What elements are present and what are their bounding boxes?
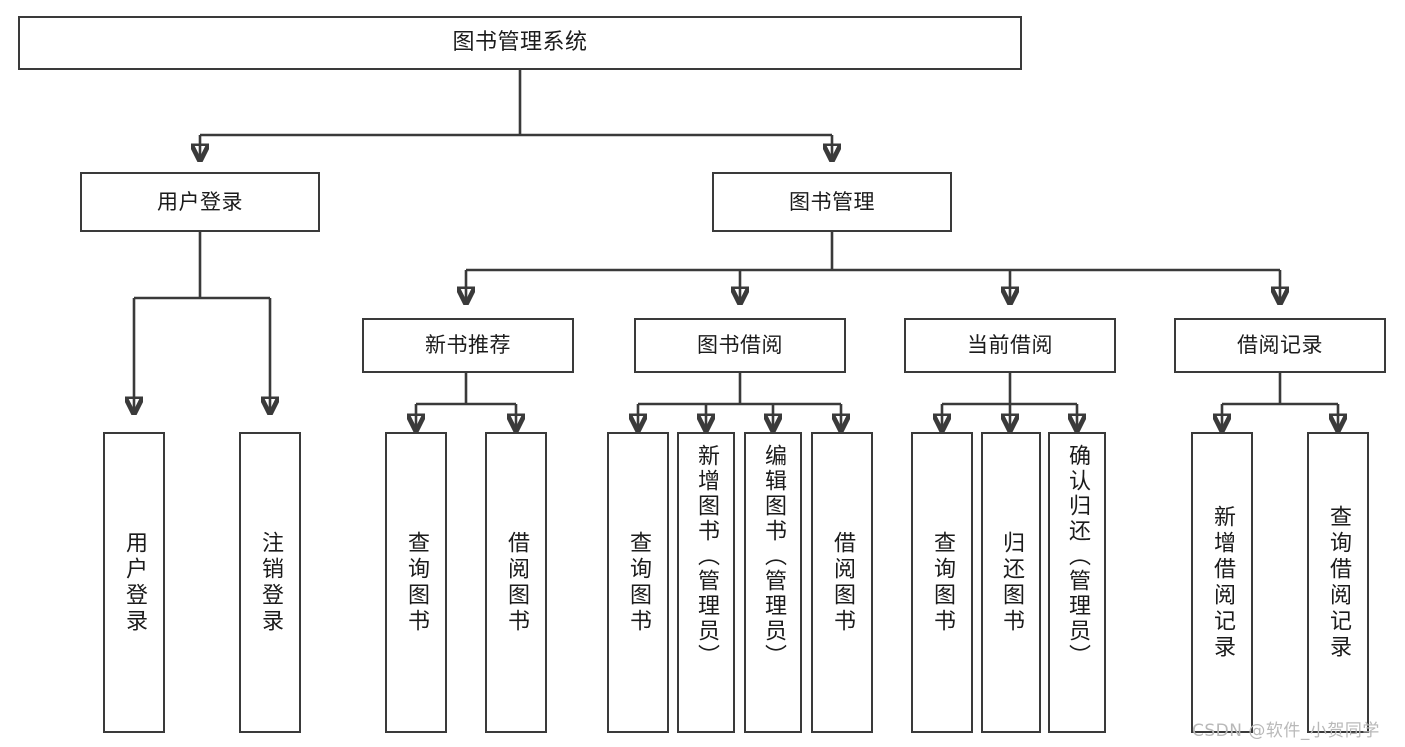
node-borrow-record[interactable]: 借阅记录 (1174, 318, 1386, 373)
leaf-add-borrow-record[interactable]: 新增借阅记录 (1191, 432, 1253, 733)
node-label: 归还图书 (999, 530, 1024, 635)
leaf-edit-book-admin[interactable]: 编辑图书（管理员） (744, 432, 802, 733)
leaf-query-book-recommend[interactable]: 查询图书 (385, 432, 447, 733)
node-label: 图书管理 (789, 189, 875, 214)
node-book-management[interactable]: 图书管理 (712, 172, 952, 232)
leaf-query-book-current[interactable]: 查询图书 (911, 432, 973, 733)
node-book-borrow[interactable]: 图书借阅 (634, 318, 846, 373)
node-label: 查询图书 (626, 530, 651, 635)
node-label: 用户登录 (157, 189, 243, 214)
node-label: 图书借阅 (697, 333, 783, 358)
leaf-return-book[interactable]: 归还图书 (981, 432, 1041, 733)
node-new-book-recommend[interactable]: 新书推荐 (362, 318, 574, 373)
leaf-add-book-admin[interactable]: 新增图书（管理员） (677, 432, 735, 733)
node-current-borrow[interactable]: 当前借阅 (904, 318, 1116, 373)
node-label: 新书推荐 (425, 333, 511, 358)
leaf-query-book-borrow[interactable]: 查询图书 (607, 432, 669, 733)
node-root-book-management-system[interactable]: 图书管理系统 (18, 16, 1022, 70)
leaf-borrow-book[interactable]: 借阅图书 (811, 432, 873, 733)
leaf-borrow-book-recommend[interactable]: 借阅图书 (485, 432, 547, 733)
node-label: 确认归还（管理员） (1065, 444, 1090, 669)
node-label: 借阅图书 (504, 530, 529, 635)
node-label: 用户登录 (122, 530, 147, 635)
node-user-login[interactable]: 用户登录 (80, 172, 320, 232)
leaf-confirm-return-admin[interactable]: 确认归还（管理员） (1048, 432, 1106, 733)
node-label: 查询借阅记录 (1326, 504, 1351, 661)
node-label: 查询图书 (404, 530, 429, 635)
leaf-query-borrow-record[interactable]: 查询借阅记录 (1307, 432, 1369, 733)
node-label: 借阅图书 (830, 530, 855, 635)
node-label: 查询图书 (930, 530, 955, 635)
node-label: 编辑图书（管理员） (761, 444, 786, 669)
node-label: 借阅记录 (1237, 333, 1323, 358)
node-label: 新增借阅记录 (1210, 504, 1235, 661)
node-label: 新增图书（管理员） (694, 444, 719, 669)
csdn-watermark: CSDN @软件_小贺同学 (1192, 721, 1380, 741)
node-label: 当前借阅 (967, 333, 1053, 358)
node-label: 注销登录 (258, 530, 283, 635)
leaf-logout-login[interactable]: 注销登录 (239, 432, 301, 733)
node-label: 图书管理系统 (452, 30, 588, 56)
leaf-user-login[interactable]: 用户登录 (103, 432, 165, 733)
